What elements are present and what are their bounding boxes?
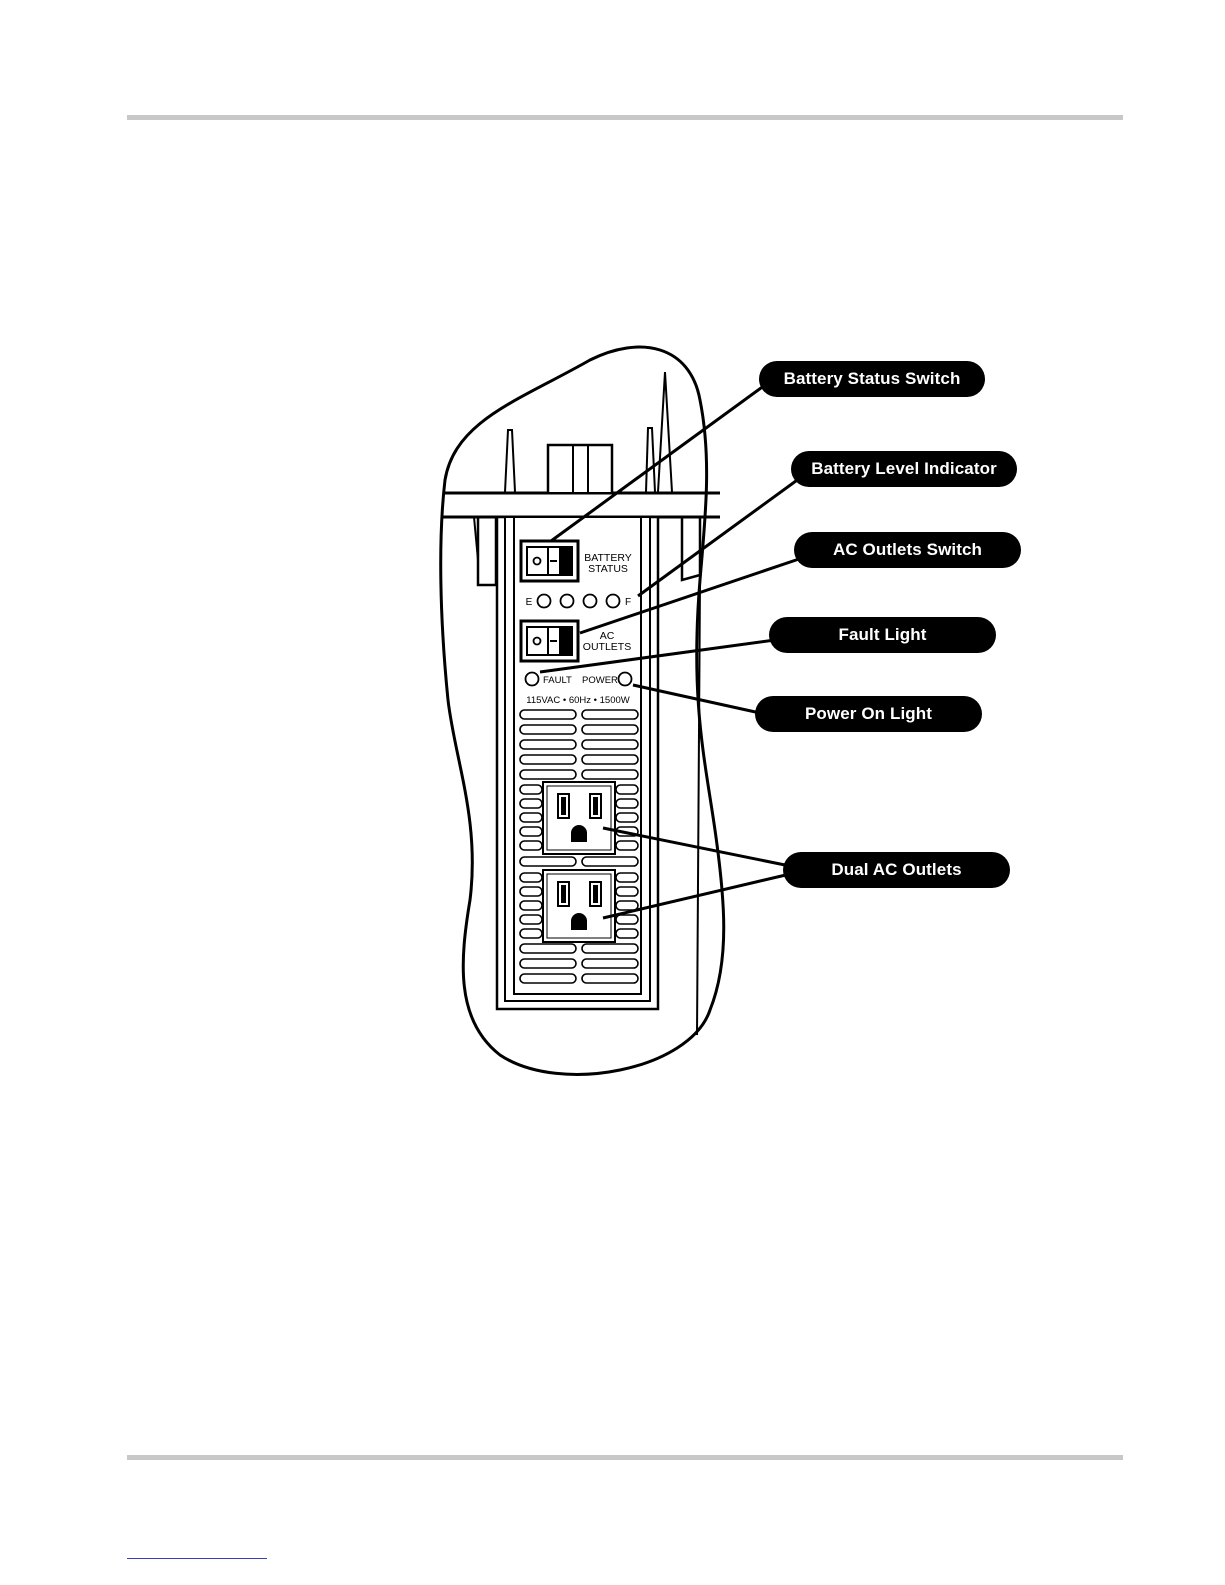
vent-slot <box>616 887 638 896</box>
vent-slot <box>616 785 638 794</box>
vent-slot <box>520 755 576 764</box>
vent-slot <box>616 841 638 850</box>
vent-slot <box>616 915 638 924</box>
callout-battery-level-indicator: Battery Level Indicator <box>791 451 1017 487</box>
vent-slot <box>582 770 638 779</box>
ac-outlet-2[interactable] <box>543 870 615 942</box>
vent-slot <box>616 929 638 938</box>
vent-slot <box>582 944 638 953</box>
vent-slot <box>520 799 542 808</box>
vent-slot <box>520 740 576 749</box>
vent-slot <box>520 887 542 896</box>
vent-slot <box>582 959 638 968</box>
callout-ac-outlets-switch: AC Outlets Switch <box>794 532 1021 568</box>
rating-label: 115VAC • 60Hz • 1500W <box>526 695 629 706</box>
vent-slot <box>616 799 638 808</box>
vent-slot <box>520 841 542 850</box>
level-empty-label: E <box>526 597 533 608</box>
callout-battery-status-switch: Battery Status Switch <box>759 361 985 397</box>
callout-fault-light: Fault Light <box>769 617 996 653</box>
vent-slot <box>520 929 542 938</box>
fault-light <box>526 673 539 686</box>
vent-slot <box>520 974 576 983</box>
battery-status-label-2: STATUS <box>588 563 628 575</box>
vent-slot <box>520 873 542 882</box>
vent-slot <box>520 710 576 719</box>
vent-slot <box>582 857 638 866</box>
vent-slot <box>520 901 542 910</box>
vent-slot <box>520 770 576 779</box>
vent-slot <box>520 959 576 968</box>
vent-slot <box>520 857 576 866</box>
vent-slot <box>582 740 638 749</box>
vent-slot <box>616 813 638 822</box>
vent-slot <box>582 725 638 734</box>
callout-dual-ac-outlets: Dual AC Outlets <box>783 852 1010 888</box>
vent-slot <box>582 974 638 983</box>
fault-label: FAULT <box>543 675 572 686</box>
battery-status-switch[interactable] <box>521 541 578 581</box>
callout-power-on-light: Power On Light <box>755 696 982 732</box>
vent-slot <box>520 785 542 794</box>
ac-outlets-label-2: OUTLETS <box>583 641 631 653</box>
vent-slot <box>520 827 542 836</box>
vent-slot <box>582 710 638 719</box>
vent-slot <box>616 873 638 882</box>
vent-slot <box>582 755 638 764</box>
ac-outlets-switch[interactable] <box>521 621 578 661</box>
vent-slot <box>520 725 576 734</box>
power-label: POWER <box>582 675 618 686</box>
level-full-label: F <box>625 597 631 608</box>
power-on-light <box>619 673 632 686</box>
ac-outlet-1[interactable] <box>543 782 615 854</box>
vent-slot <box>520 944 576 953</box>
vent-slot <box>520 813 542 822</box>
vent-slot <box>616 901 638 910</box>
vent-slot <box>520 915 542 924</box>
